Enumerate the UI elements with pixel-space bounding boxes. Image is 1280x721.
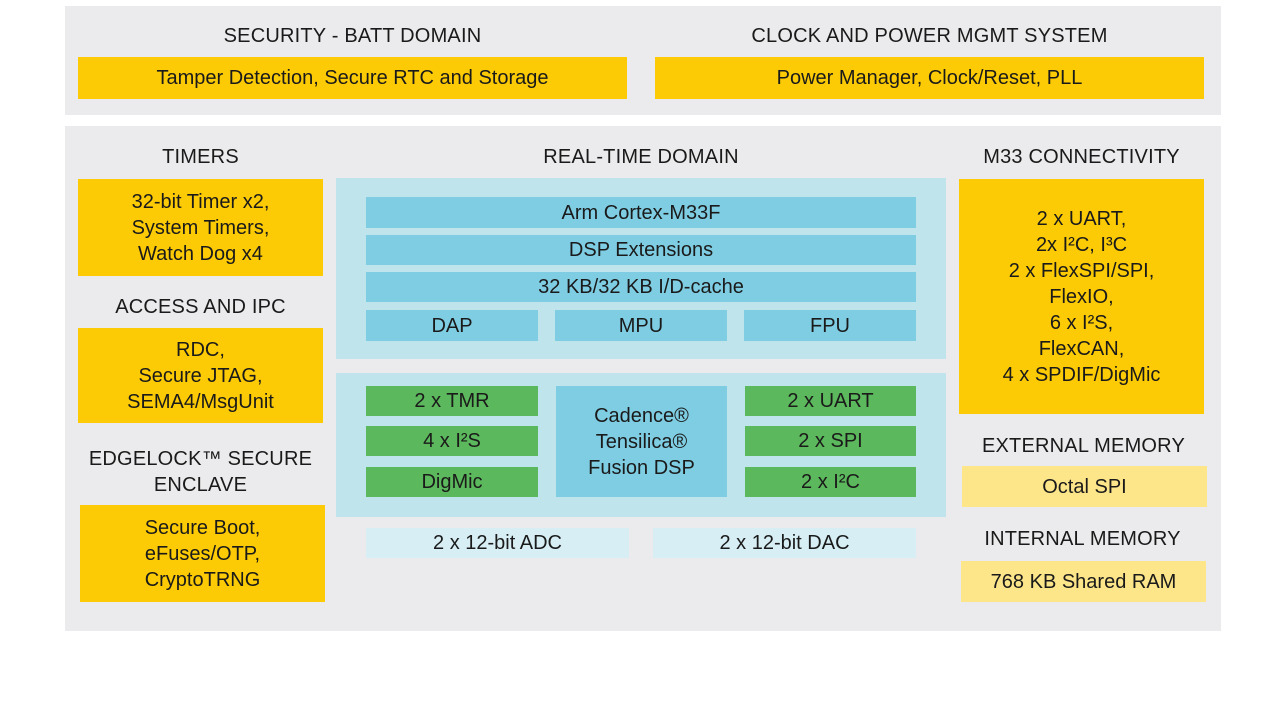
clock-power-title: CLOCK AND POWER MGMT SYSTEM: [751, 25, 1108, 47]
edgelock-line: Secure Boot,: [144, 516, 261, 539]
internal-memory-title: INTERNAL MEMORY: [984, 528, 1181, 550]
dsp-line: Fusion DSP: [588, 456, 695, 479]
fusion-dsp-box: Cadence® Tensilica® Fusion DSP: [556, 386, 727, 497]
realtime-domain-title: REAL-TIME DOMAIN: [543, 146, 739, 168]
external-memory-title: EXTERNAL MEMORY: [981, 435, 1186, 457]
m33-line: 4 x SPDIF/DigMic: [1002, 363, 1161, 386]
m33-line: FlexIO,: [1049, 285, 1114, 308]
m33-line: 6 x I²S,: [1049, 311, 1114, 334]
timers-line: 32-bit Timer x2,: [131, 190, 270, 213]
dac-box: 2 x 12-bit DAC: [653, 528, 916, 558]
edgelock-title-line: EDGELOCK™ SECURE: [88, 448, 313, 470]
clock-power-box: Power Manager, Clock/Reset, PLL: [655, 57, 1204, 99]
adc-box: 2 x 12-bit ADC: [366, 528, 629, 558]
security-domain-title: SECURITY - BATT DOMAIN: [223, 25, 482, 47]
edgelock-line: eFuses/OTP,: [144, 542, 261, 565]
dsp-line: Tensilica®: [595, 430, 688, 453]
access-line: Secure JTAG,: [138, 364, 263, 387]
access-line: RDC,: [176, 338, 225, 361]
i2s-box: 4 x I²S: [366, 426, 538, 456]
dsp-extensions-bar: DSP Extensions: [366, 235, 916, 265]
access-ipc-box: RDC, Secure JTAG, SEMA4/MsgUnit: [78, 328, 323, 423]
external-memory-box: Octal SPI: [962, 466, 1207, 507]
edgelock-title-line: ENCLAVE: [153, 474, 248, 496]
timers-box: 32-bit Timer x2, System Timers, Watch Do…: [78, 179, 323, 276]
mpu-box: MPU: [555, 310, 727, 341]
m33-line: 2x I²C, I³C: [1035, 233, 1128, 256]
i2c-box: 2 x I²C: [745, 467, 916, 497]
cache-bar: 32 KB/32 KB I/D-cache: [366, 272, 916, 302]
fpu-box: FPU: [744, 310, 916, 341]
timers-title: TIMERS: [162, 146, 239, 168]
access-ipc-title: ACCESS AND IPC: [115, 296, 286, 318]
timers-line: Watch Dog x4: [138, 242, 263, 265]
edgelock-line: CryptoTRNG: [144, 568, 261, 591]
m33-connectivity-box: 2 x UART, 2x I²C, I³C 2 x FlexSPI/SPI, F…: [959, 179, 1204, 414]
access-line: SEMA4/MsgUnit: [127, 390, 274, 413]
internal-memory-box: 768 KB Shared RAM: [961, 561, 1206, 602]
tmr-box: 2 x TMR: [366, 386, 538, 416]
dap-box: DAP: [366, 310, 538, 341]
edgelock-box: Secure Boot, eFuses/OTP, CryptoTRNG: [80, 505, 325, 602]
uart-box: 2 x UART: [745, 386, 916, 416]
arm-core-bar: Arm Cortex-M33F: [366, 197, 916, 228]
edgelock-title: EDGELOCK™ SECURE ENCLAVE: [78, 446, 323, 498]
timers-line: System Timers,: [131, 216, 270, 239]
security-domain-box: Tamper Detection, Secure RTC and Storage: [78, 57, 627, 99]
spi-box: 2 x SPI: [745, 426, 916, 456]
m33-line: 2 x UART,: [1036, 207, 1127, 230]
m33-connectivity-title: M33 CONNECTIVITY: [983, 146, 1180, 168]
digmic-box: DigMic: [366, 467, 538, 497]
m33-line: FlexCAN,: [1038, 337, 1125, 360]
dsp-line: Cadence®: [594, 404, 689, 427]
m33-line: 2 x FlexSPI/SPI,: [1008, 259, 1155, 282]
